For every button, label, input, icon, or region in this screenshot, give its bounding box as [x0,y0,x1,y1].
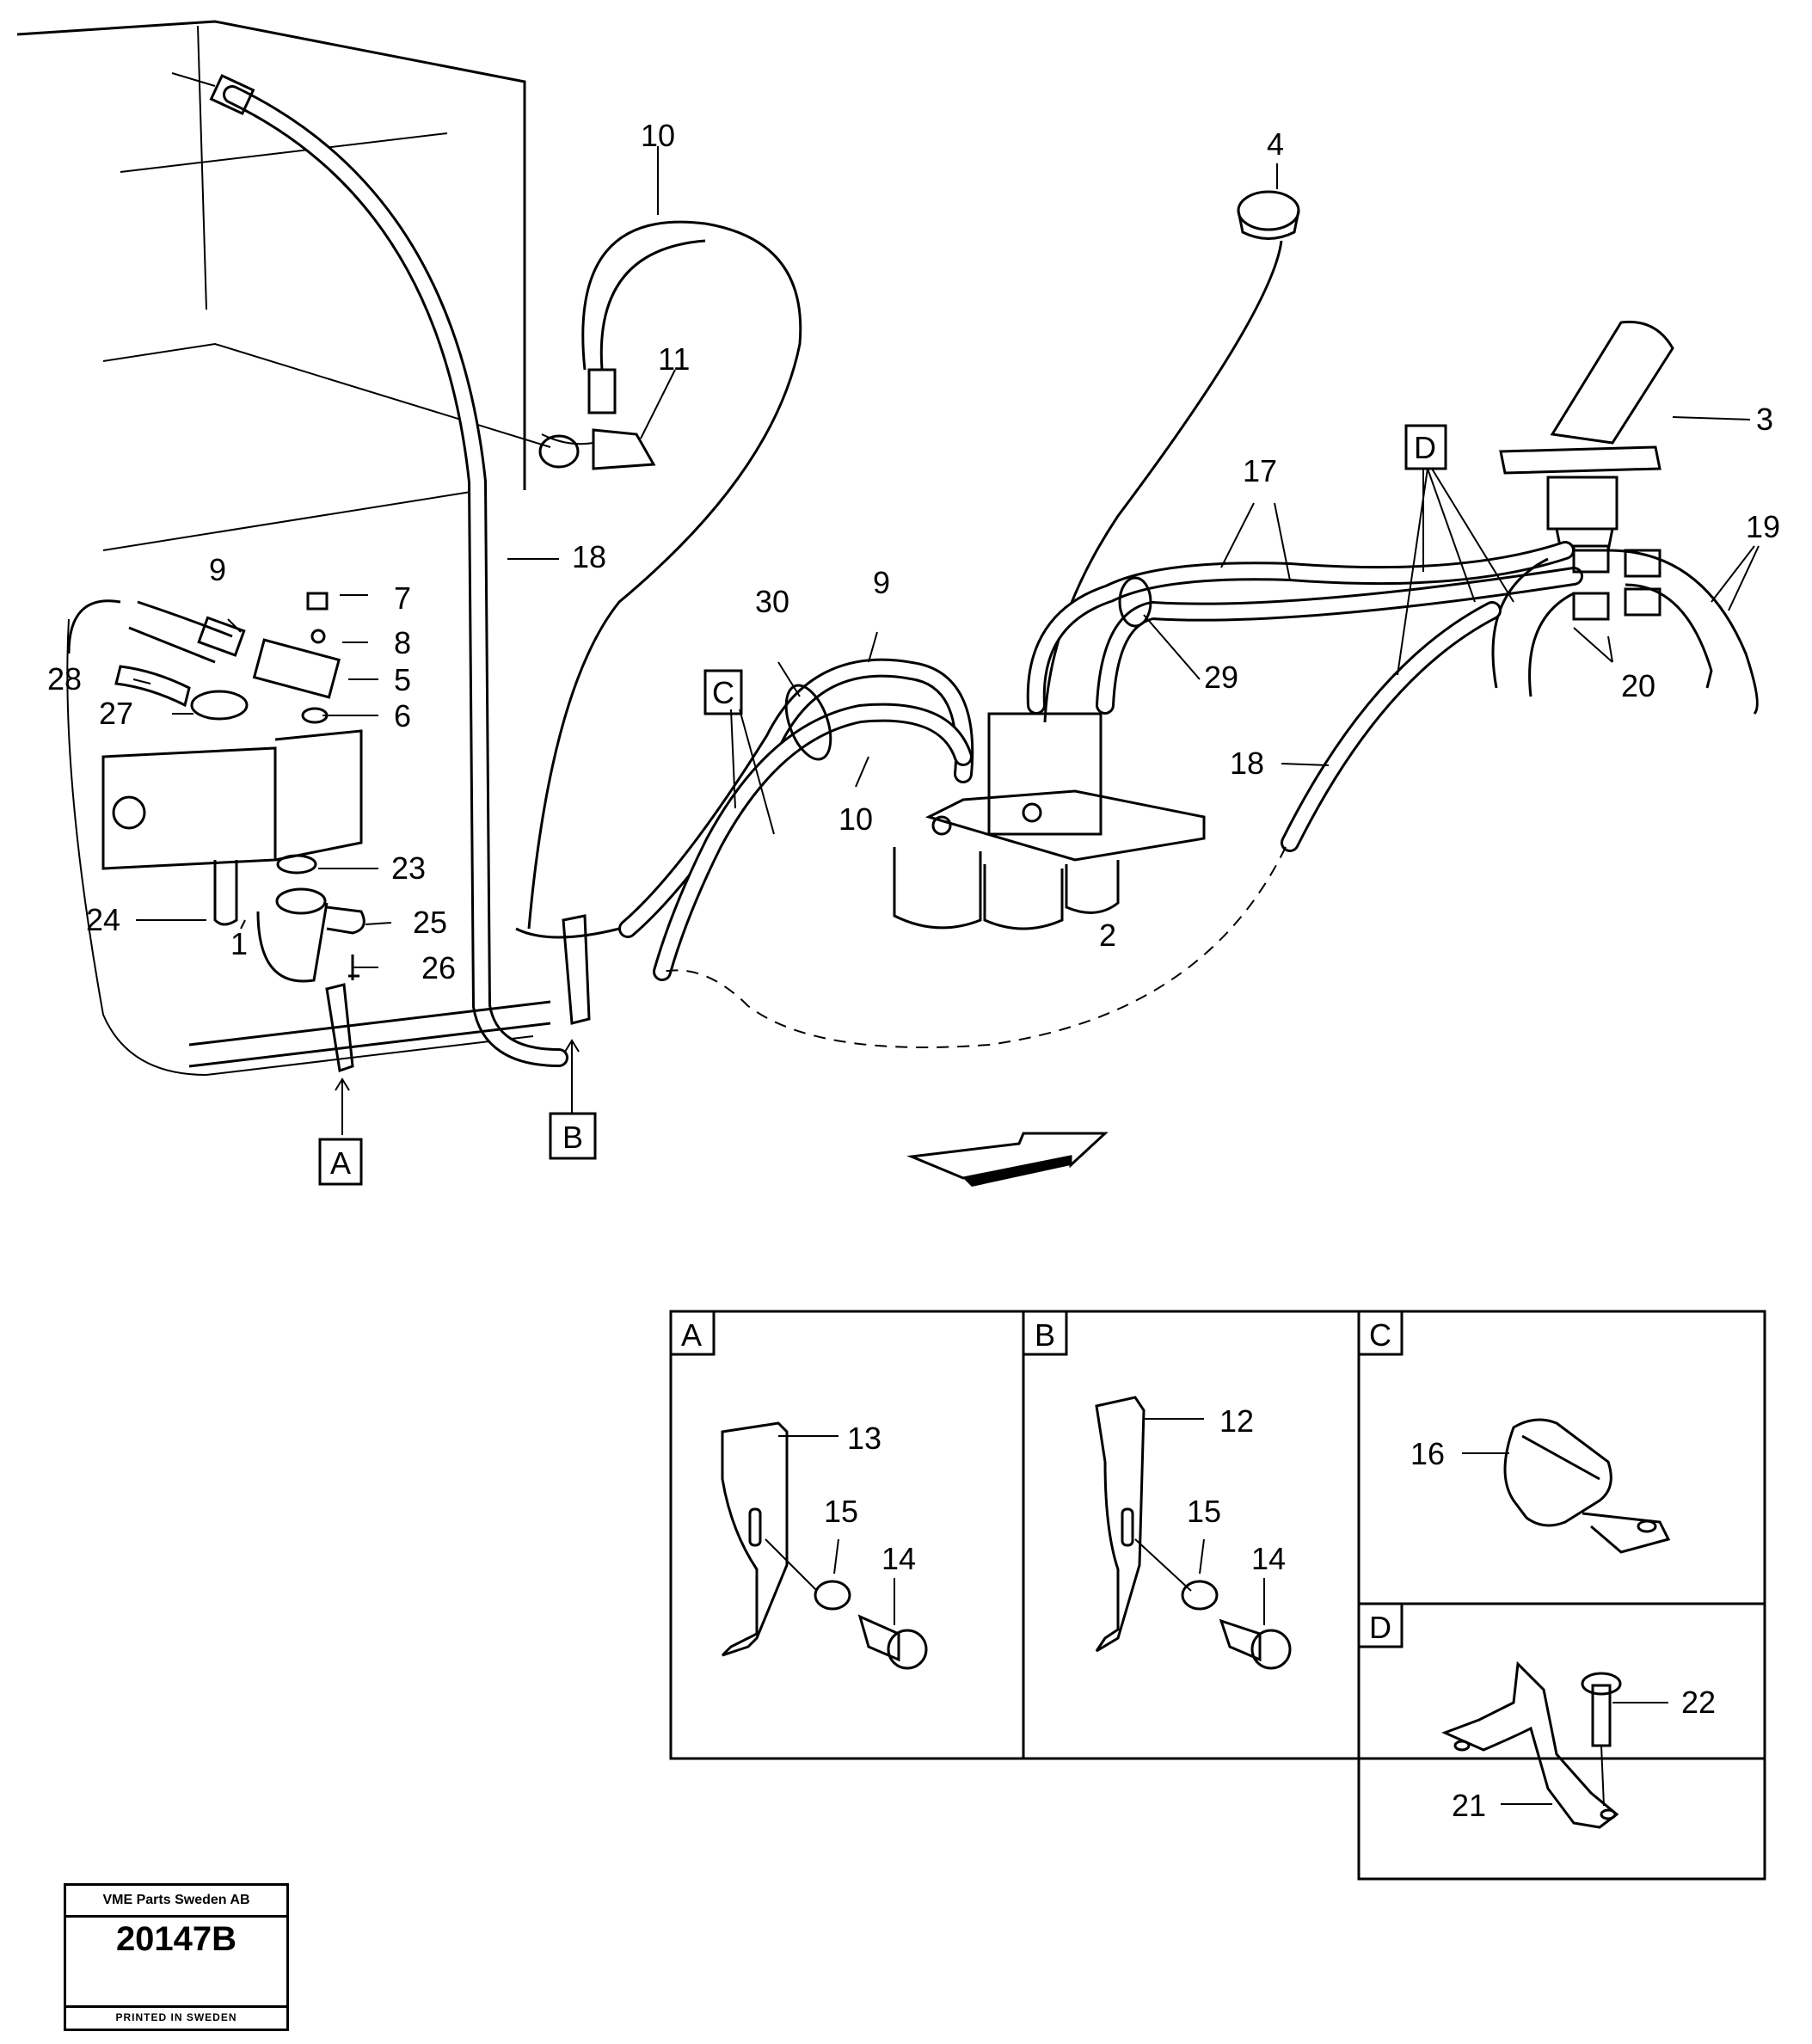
lower-tube [188,914,620,1072]
panel-a-part-13: 13 [847,1421,881,1456]
ref-c: C [712,675,734,710]
panel-d-part-21: 21 [1452,1788,1486,1823]
callout-27: 27 [99,696,133,731]
callout-28: 28 [47,661,82,697]
ref-d: D [1414,430,1436,465]
callout-10a: 10 [641,118,675,153]
clamp-29 [1118,576,1152,628]
callout-19: 19 [1746,509,1780,544]
callout-1: 1 [230,926,248,961]
callout-30: 30 [755,584,789,619]
panel-a: A 13 15 14 [669,1310,928,1670]
panel-c-part-16: 16 [1410,1436,1445,1471]
callout-8: 8 [394,625,411,660]
panel-d-tag: D [1369,1610,1391,1645]
clamp-30 [784,684,832,761]
callout-9b: 9 [873,565,890,600]
callout-18a: 18 [572,539,606,574]
callout-20: 20 [1621,668,1655,703]
callout-3: 3 [1756,402,1773,437]
panel-a-part-15: 15 [824,1494,858,1529]
pump-assembly [67,592,365,983]
callout-2: 2 [1099,918,1116,953]
detail-panels-frame [669,1310,1766,1881]
panel-b-part-12: 12 [1219,1403,1254,1439]
company-name: VME Parts Sweden AB [66,1886,286,1918]
drawing-number: 20147B [115,1920,237,1958]
callouts: 1 2 3 4 5 6 7 8 9 9 10 10 11 17 18 18 19… [47,118,1780,985]
panel-b-part-14: 14 [1251,1541,1286,1576]
panel-b-tag: B [1035,1317,1055,1353]
callout-9a: 9 [209,552,226,587]
callout-5: 5 [394,662,411,697]
title-block: VME Parts Sweden AB 20147B PRINTED IN SW… [64,1883,289,2031]
hose-10-loop [527,220,802,930]
callout-23: 23 [391,850,426,886]
ref-box-b [549,1112,597,1160]
panel-b: B 12 15 14 [1022,1310,1292,1670]
gauge-4 [1043,190,1300,723]
callout-6: 6 [394,698,411,734]
panel-b-part-15: 15 [1187,1494,1221,1529]
panel-c-tag: C [1369,1317,1391,1353]
right-hoses [661,544,1759,1048]
callout-7: 7 [394,580,411,616]
callout-25: 25 [413,905,447,940]
callout-29: 29 [1204,660,1238,695]
panel-d: D 22 21 [1357,1602,1716,1829]
panel-d-part-22: 22 [1681,1685,1716,1720]
section-refs: C D A B [318,424,1447,1186]
callout-18b: 18 [1230,746,1264,781]
hose-18-left [171,72,568,1067]
hose-bundle [618,541,1583,981]
ref-box-d [1404,424,1447,470]
callout-10b: 10 [838,801,873,837]
ref-box-a [318,1138,363,1186]
callout-26: 26 [421,950,456,985]
panel-c: C 16 [1357,1310,1671,1554]
callout-11: 11 [658,341,690,377]
brake-valve-2 [893,712,1206,930]
ref-b: B [562,1120,583,1155]
callout-4: 4 [1267,126,1284,162]
ref-a: A [330,1145,351,1181]
printed-in: PRINTED IN SWEDEN [66,2005,286,2029]
panel-a-part-14: 14 [881,1541,916,1576]
leader-lines [132,146,1760,1135]
callout-24: 24 [86,902,120,937]
pedal-3 [1499,320,1674,552]
ref-box-c [703,669,743,715]
panel-a-tag: A [681,1317,702,1353]
direction-arrow [906,1132,1109,1187]
callout-17: 17 [1243,453,1277,488]
cab-outline [16,20,551,1076]
